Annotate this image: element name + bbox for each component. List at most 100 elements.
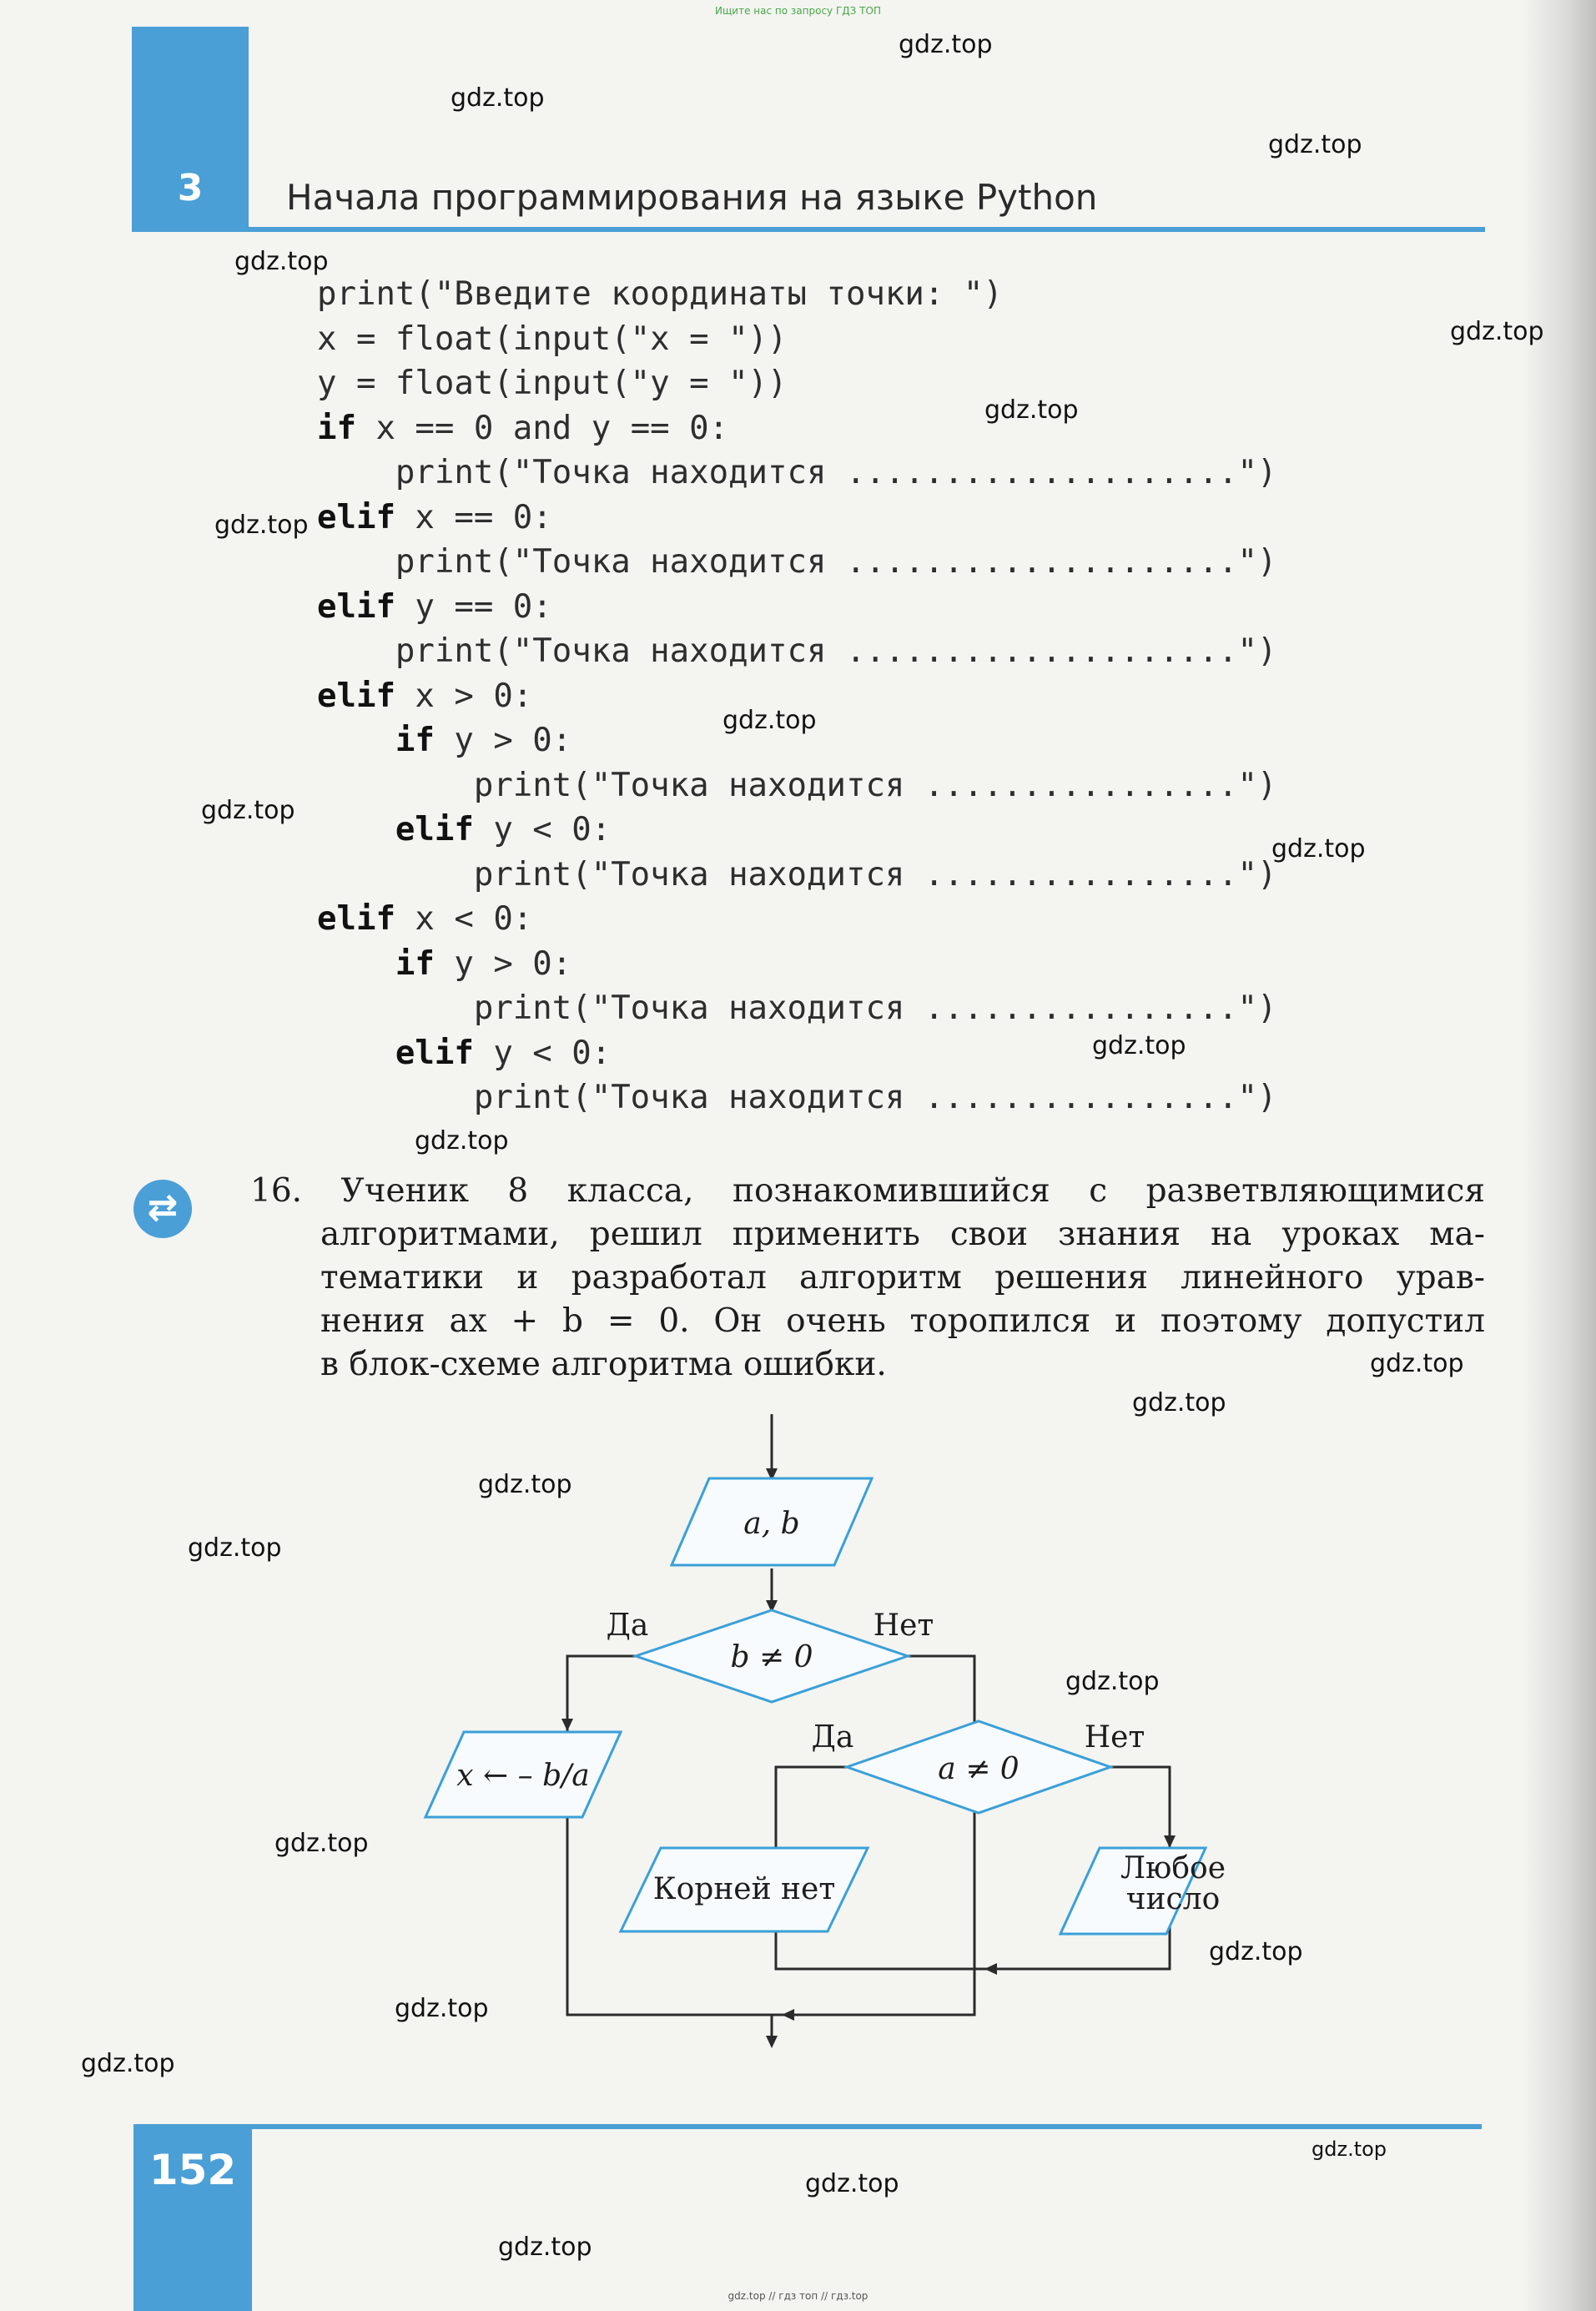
watermark: gdz.top [1271,834,1366,863]
watermark: gdz.top [722,706,817,735]
exercise-line: тематики и разработал алгоритм решения л… [250,1256,1485,1300]
arrowhead [984,1963,997,1975]
code-line: elif x == 0: [317,496,552,541]
code-line: print("Точка находится .................… [317,540,1277,585]
code-text: y < 0: [473,1034,612,1072]
code-text: print("Точка находится ................"… [317,1079,1277,1116]
exercise-text: нения ax + b = 0. Он очень торопился и п… [320,1302,1485,1340]
arrowhead [766,1468,778,1481]
flow-line [566,1654,772,2016]
code-line: elif y < 0: [317,808,611,853]
code-text: print("Точка находится ................"… [317,766,1277,804]
decision1-label: b ≠ 0 [731,1640,813,1674]
top-note: Ищите нас по запросу ГДЗ ТОП [715,5,881,17]
code-text: y < 0: [473,811,612,848]
exercise-16: 16. Ученик 8 класса, познакомившийся с р… [250,1170,1485,1387]
code-keyword: elif [317,677,395,715]
code-line: print("Точка находится ................"… [317,853,1277,898]
code-line: x = float(input("x = ")) [317,317,788,362]
code-line: if y > 0: [317,942,571,987]
page-number: 152 [149,2146,237,2194]
decision1-yes: Да [607,1609,649,1643]
code-text: x == 0 and y == 0: [355,409,729,447]
bottom-note: gdz.top // гдз топ // гдз.top [728,2290,868,2302]
watermark: gdz.top [498,2233,592,2262]
exchange-icon: ⇄ [133,1180,192,1238]
footer-rule [133,2124,1482,2129]
watermark: gdz.top [478,1470,572,1499]
code-text: x > 0: [395,677,533,715]
code-line: if x == 0 and y == 0: [317,406,728,451]
decision1-no: Нет [874,1609,934,1643]
output-any-label-1: Любое [1120,1851,1226,1886]
code-line: y = float(input("y = ")) [317,361,788,406]
page-title: Начала программирования на языке Python [286,177,1098,218]
decision2-no: Нет [1085,1720,1145,1755]
arrowhead [782,2009,794,2021]
code-keyword: elif [395,1034,474,1072]
output-any-label-2: число [1126,1882,1221,1916]
input-label: a, b [743,1507,799,1541]
exercise-line: алгоритмами, решил применить свои знания… [250,1213,1485,1256]
code-text: x < 0: [395,900,533,938]
code-text: print("Точка находится ................"… [317,855,1277,894]
code-line: elif x > 0: [317,674,532,719]
code-line: print("Точка находится ................"… [317,1075,1277,1120]
exercise-text: Ученик 8 класса, познакомившийся с разве… [340,1172,1485,1210]
watermark: gdz.top [451,83,545,113]
exercise-number: 16. [250,1172,303,1210]
watermark: gdz.top [1370,1349,1464,1378]
code-line: print("Точка находится ................"… [317,763,1277,808]
code-line: elif x < 0: [317,897,532,942]
exercise-text: алгоритмами, решил применить свои знания… [320,1216,1485,1253]
output-x-label: x ← – b/a [456,1759,589,1793]
watermark: gdz.top [1065,1667,1160,1696]
watermark: gdz.top [415,1126,509,1156]
code-text: print("Точка находится .................… [317,543,1277,581]
code-text: print("Точка находится ................"… [317,989,1277,1027]
decision-b [632,1609,912,1704]
watermark: gdz.top [1312,2137,1387,2161]
header-rule [132,227,1485,232]
flow-line [772,1654,976,2016]
watermark: gdz.top [899,30,993,59]
watermark: gdz.top [395,1994,489,2023]
code-line: print("Точка находится ................"… [317,986,1277,1031]
arrowhead [1164,1835,1176,1848]
code-line: print("Точка находится .................… [317,451,1277,496]
code-keyword: elif [317,587,395,626]
code-line: elif y < 0: [317,1031,611,1076]
exercise-text: тематики и разработал алгоритм решения л… [320,1259,1485,1296]
code-text: y > 0: [434,722,572,759]
watermark: gdz.top [984,395,1079,425]
code-keyword: if [395,944,435,983]
watermark: gdz.top [81,2049,175,2078]
code-line: print("Точка находится .................… [317,629,1277,674]
exercise-line: нения ax + b = 0. Он очень торопился и п… [250,1300,1485,1343]
chapter-number: 3 [177,167,204,209]
exercise-line: 16. Ученик 8 класса, познакомившийся с р… [250,1170,1485,1213]
code-text: print("Точка находится .................… [317,454,1277,491]
code-text: x == 0: [395,498,552,536]
decision2-yes: Да [812,1720,854,1755]
code-keyword: elif [317,900,395,938]
chapter-tab: 3 [132,27,249,232]
watermark: gdz.top [214,511,309,540]
code-text: y == 0: [395,587,552,626]
output-no-roots-label: Корней нет [653,1872,836,1906]
watermark: gdz.top [188,1533,282,1563]
arrowhead [561,1719,573,1731]
arrowhead [766,1600,778,1613]
watermark: gdz.top [234,247,329,276]
code-text: print("Точка находится .................… [317,632,1277,670]
code-keyword: if [395,722,435,759]
code-line: elif y == 0: [317,585,552,630]
watermark: gdz.top [201,796,295,825]
watermark: gdz.top [805,2169,899,2198]
watermark: gdz.top [1209,1937,1303,1966]
decision2-label: a ≠ 0 [938,1752,1019,1786]
output-any-block [1058,1846,1208,1936]
code-line: if y > 0: [317,718,571,763]
arrowhead [766,2036,778,2048]
input-block [669,1477,874,1567]
